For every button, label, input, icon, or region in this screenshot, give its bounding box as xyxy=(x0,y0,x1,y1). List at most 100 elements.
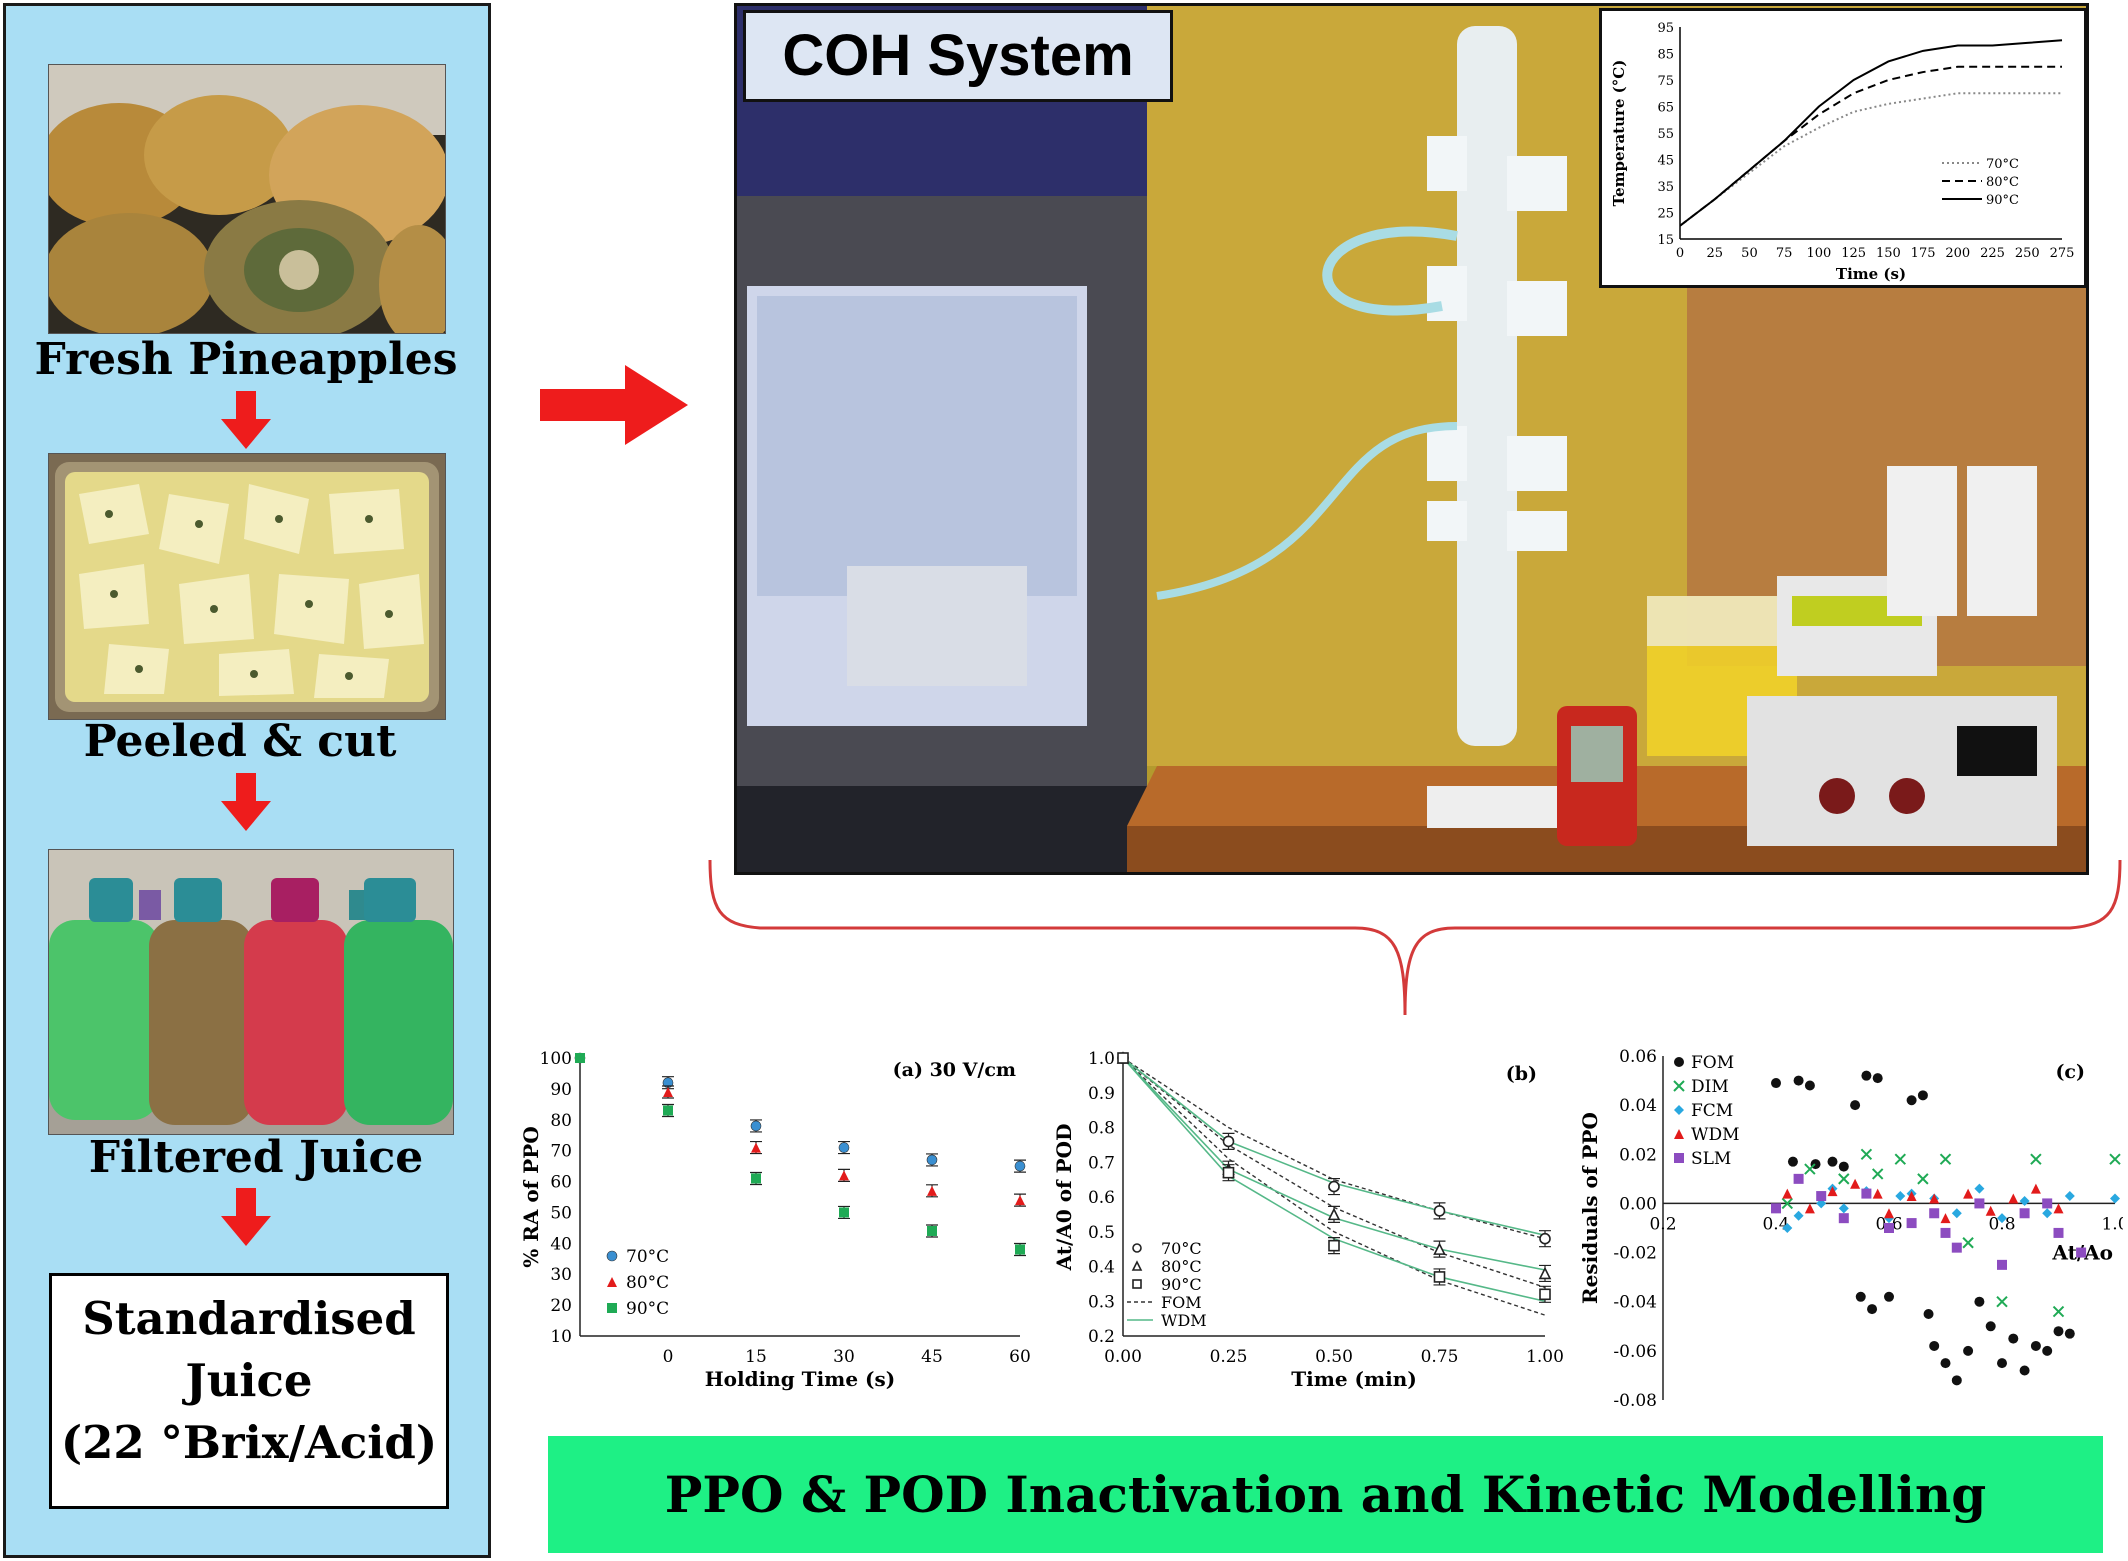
x-tick-label: 0 xyxy=(663,1347,674,1367)
standardised-juice-box: Standardised Juice (22 °Brix/Acid) xyxy=(49,1273,449,1509)
y-tick-label: 45 xyxy=(1657,154,1674,169)
data-point-DIM xyxy=(1939,1153,1952,1165)
y-tick-label: 0.3 xyxy=(1088,1292,1115,1312)
data-point-DIM xyxy=(1894,1153,1907,1165)
data-point-WDM xyxy=(1906,1191,1917,1202)
data-point-90°C xyxy=(1433,1271,1446,1283)
data-point-WDM xyxy=(2008,1193,2019,1204)
data-point-FCM xyxy=(1838,1203,1849,1214)
y-tick-label: -0.06 xyxy=(1613,1342,1657,1362)
y-axis-label: Temperature (°C) xyxy=(1610,60,1628,207)
data-point-80°C xyxy=(927,1185,937,1196)
x-tick-label: 1.0 xyxy=(2101,1214,2123,1234)
data-point-FCM xyxy=(1974,1183,1985,1194)
legend-marker xyxy=(1674,1153,1684,1163)
y-tick-label: 65 xyxy=(1657,101,1674,116)
legend-label: 70°C xyxy=(626,1247,669,1267)
data-point-FOM xyxy=(2030,1340,2041,1351)
data-point-SLM xyxy=(1793,1173,1804,1184)
data-point-80°C xyxy=(839,1170,849,1181)
x-tick-label: 50 xyxy=(1741,246,1758,261)
y-tick-label: 70 xyxy=(550,1142,572,1162)
data-point-WDM xyxy=(2053,1203,2064,1214)
x-tick-label: 275 xyxy=(2050,246,2075,261)
data-point-90°C xyxy=(839,1207,849,1218)
legend-marker xyxy=(1674,1105,1684,1115)
y-tick-label: 55 xyxy=(1657,127,1674,142)
data-point-90°C xyxy=(1117,1052,1129,1064)
data-point-WDM xyxy=(1782,1188,1793,1199)
data-point-70°C xyxy=(1433,1205,1446,1217)
data-point-DIM xyxy=(1962,1237,1974,1249)
x-tick-label: 0.2 xyxy=(1649,1214,1676,1234)
data-point-FOM xyxy=(1963,1345,1974,1356)
data-point-SLM xyxy=(2019,1208,2030,1219)
y-tick-label: 10 xyxy=(550,1327,572,1347)
data-point-90°C xyxy=(1222,1166,1235,1179)
data-point-FOM xyxy=(1985,1321,1996,1332)
data-point-SLM xyxy=(1771,1203,1781,1214)
legend-marker xyxy=(1674,1057,1684,1067)
y-tick-label: 0.4 xyxy=(1088,1258,1115,1278)
arrow-down-icon xyxy=(221,1188,271,1246)
y-axis-label: Residuals of PPO xyxy=(1578,1112,1602,1304)
chart-title: (b) xyxy=(1506,1063,1537,1085)
x-tick-label: 175 xyxy=(1911,246,1936,261)
data-point-FOM xyxy=(1787,1156,1798,1167)
data-point-DIM xyxy=(1838,1173,1850,1185)
x-axis-label: Time (s) xyxy=(1836,265,1906,283)
data-point-WDM xyxy=(2030,1183,2041,1194)
legend-marker xyxy=(1132,1279,1142,1289)
data-point-DIM xyxy=(1781,1197,1794,1210)
data-point-80°C xyxy=(1015,1195,1025,1206)
data-point-90°C xyxy=(575,1053,585,1063)
data-point-DIM xyxy=(1860,1148,1873,1160)
y-tick-label: 15 xyxy=(1657,233,1674,248)
data-point-80°C xyxy=(1327,1207,1341,1221)
data-point-70°C xyxy=(750,1120,762,1132)
x-tick-label: 125 xyxy=(1841,246,1866,261)
x-tick-label: 75 xyxy=(1776,246,1793,261)
data-point-70°C xyxy=(1014,1160,1026,1172)
y-tick-label: 85 xyxy=(1657,48,1674,63)
x-tick-label: 1.00 xyxy=(1526,1347,1564,1367)
data-point-SLM xyxy=(1906,1218,1917,1229)
data-point-WDM xyxy=(1850,1178,1861,1189)
data-point-FOM xyxy=(1855,1291,1866,1302)
legend-label: FOM xyxy=(1691,1053,1734,1073)
data-point-SLM xyxy=(1929,1208,1940,1219)
x-tick-label: 150 xyxy=(1876,246,1901,261)
data-point-80°C xyxy=(1433,1242,1446,1255)
data-point-FOM xyxy=(1827,1156,1838,1167)
y-tick-label: 0.2 xyxy=(1088,1327,1115,1347)
legend-label: FOM xyxy=(1161,1293,1202,1312)
data-point-FOM xyxy=(1771,1078,1781,1089)
peeled-pineapple-photo xyxy=(48,453,446,720)
legend-marker xyxy=(607,1277,617,1287)
arrow-down-icon xyxy=(221,773,271,831)
data-point-WDM xyxy=(1827,1186,1838,1197)
legend-marker xyxy=(1132,1243,1142,1253)
legend-label: SLM xyxy=(1691,1149,1731,1169)
data-point-WDM xyxy=(1940,1213,1951,1224)
data-point-90°C xyxy=(1328,1239,1340,1252)
data-point-FOM xyxy=(1872,1073,1883,1084)
data-point-80°C xyxy=(1538,1266,1552,1280)
legend-label: 80°C xyxy=(1161,1257,1202,1276)
series-line-70°C xyxy=(1679,92,2062,227)
data-point-SLM xyxy=(1861,1188,1872,1199)
y-tick-label: 50 xyxy=(550,1203,572,1223)
legend-label: 70°C xyxy=(1161,1239,1202,1258)
x-tick-label: 0.50 xyxy=(1315,1347,1353,1367)
data-point-FOM xyxy=(1850,1100,1861,1111)
y-tick-label: 0.5 xyxy=(1088,1223,1115,1243)
data-point-FOM xyxy=(1923,1309,1934,1319)
data-point-70°C xyxy=(1328,1180,1340,1193)
x-tick-label: 0.25 xyxy=(1210,1347,1248,1367)
data-point-FOM xyxy=(2064,1328,2075,1339)
chart-title: (c) xyxy=(2055,1061,2085,1083)
y-tick-label: 0.04 xyxy=(1619,1096,1657,1116)
data-point-DIM xyxy=(1917,1173,1929,1185)
